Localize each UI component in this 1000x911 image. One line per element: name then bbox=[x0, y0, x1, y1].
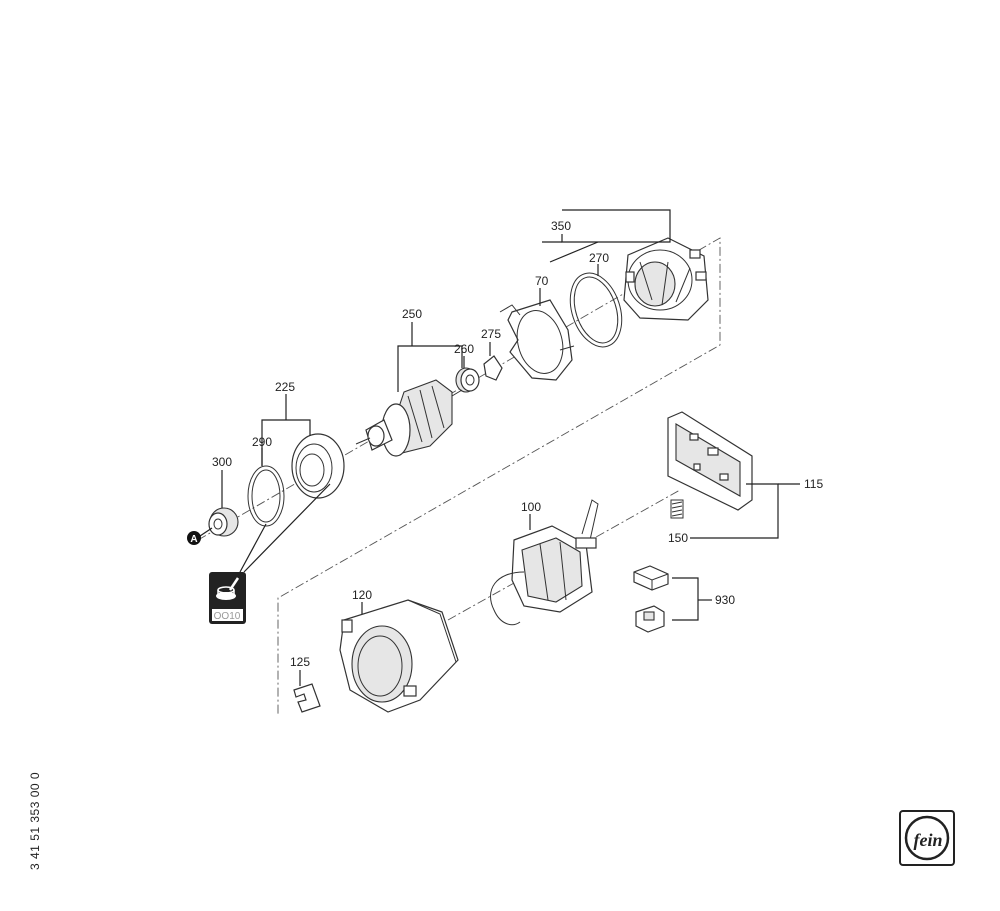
part-225-end-cap bbox=[291, 433, 345, 499]
callout-930: 930 bbox=[715, 593, 735, 607]
part-260-bearing bbox=[455, 367, 480, 393]
callout-350: 350 bbox=[551, 219, 571, 233]
callout-labels: 350 270 70 250 275 260 225 290 300 100 1… bbox=[212, 219, 823, 669]
part-350-stator bbox=[623, 237, 709, 321]
part-270-o-ring bbox=[569, 272, 623, 348]
document-number: 3 41 51 353 00 0 bbox=[28, 771, 42, 870]
grease-brush-icon bbox=[216, 577, 240, 600]
part-70-bracket-ring bbox=[499, 299, 575, 381]
part-150-spring bbox=[670, 499, 684, 519]
callout-225: 225 bbox=[275, 380, 295, 394]
part-100-motor-housing bbox=[490, 499, 599, 626]
leader-lines bbox=[199, 209, 800, 686]
callout-70: 70 bbox=[535, 274, 549, 288]
logo-text: fein bbox=[914, 830, 943, 850]
callout-270: 270 bbox=[589, 251, 609, 265]
part-300-bearing bbox=[208, 507, 239, 537]
part-125-clip bbox=[293, 683, 321, 713]
callout-150: 150 bbox=[668, 531, 688, 545]
part-290-o-ring bbox=[247, 465, 285, 527]
grease-badge: OO10 bbox=[209, 572, 246, 624]
part-275-washer bbox=[483, 355, 503, 381]
part-250-armature bbox=[355, 379, 463, 457]
callout-260: 260 bbox=[454, 342, 474, 356]
callout-275: 275 bbox=[481, 327, 501, 341]
part-115-circuit-board bbox=[667, 411, 753, 511]
callout-125: 125 bbox=[290, 655, 310, 669]
callout-115: 115 bbox=[804, 477, 823, 491]
part-120-gear-housing bbox=[339, 599, 459, 713]
part-930-brushes bbox=[633, 565, 669, 633]
fein-logo: fein bbox=[899, 810, 955, 866]
grease-code: OO10 bbox=[214, 611, 241, 622]
callout-290: 290 bbox=[252, 435, 272, 449]
marker-a-label: A bbox=[190, 534, 197, 545]
callout-120: 120 bbox=[352, 588, 372, 602]
callout-250: 250 bbox=[402, 307, 422, 321]
marker-a: A bbox=[187, 531, 201, 545]
callout-300: 300 bbox=[212, 455, 232, 469]
callout-100: 100 bbox=[521, 500, 541, 514]
